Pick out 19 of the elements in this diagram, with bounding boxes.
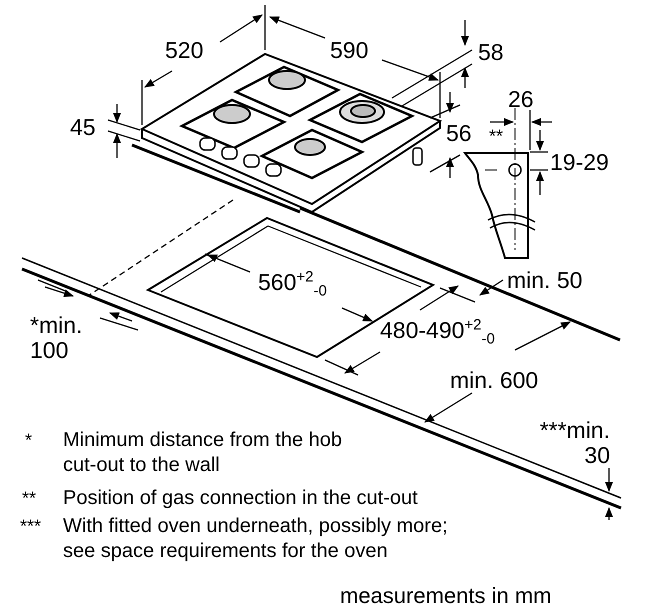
- footnote-text: With fitted oven underneath, possibly more; see space requirements for the oven: [63, 514, 449, 564]
- dimension-label: 58: [478, 40, 504, 65]
- dimension-label: 590: [330, 38, 368, 63]
- footnote-text: Position of gas connection in the cut-out: [63, 486, 419, 511]
- footnote-marker: *: [25, 429, 32, 452]
- footnote-marker: ***: [20, 515, 42, 538]
- footnote-marker: **: [489, 125, 504, 148]
- dimension-label: 45: [70, 115, 96, 140]
- footnote-text: Minimum distance from the hob cut-out to the wall: [63, 428, 343, 478]
- dimension-label: ***min. 30: [538, 418, 610, 468]
- dimension-label: 26: [508, 87, 534, 112]
- dimension-label: 520: [165, 38, 204, 63]
- dimension-label: 19-29: [550, 150, 609, 175]
- dimension-label: 56: [446, 121, 472, 146]
- dimension-label: min. 600: [450, 368, 538, 393]
- footnote-marker: **: [22, 487, 36, 510]
- units-note: measurements in mm: [340, 583, 552, 608]
- dimension-label: min. 50: [507, 268, 582, 293]
- dimension-label: *min. 100: [30, 313, 84, 363]
